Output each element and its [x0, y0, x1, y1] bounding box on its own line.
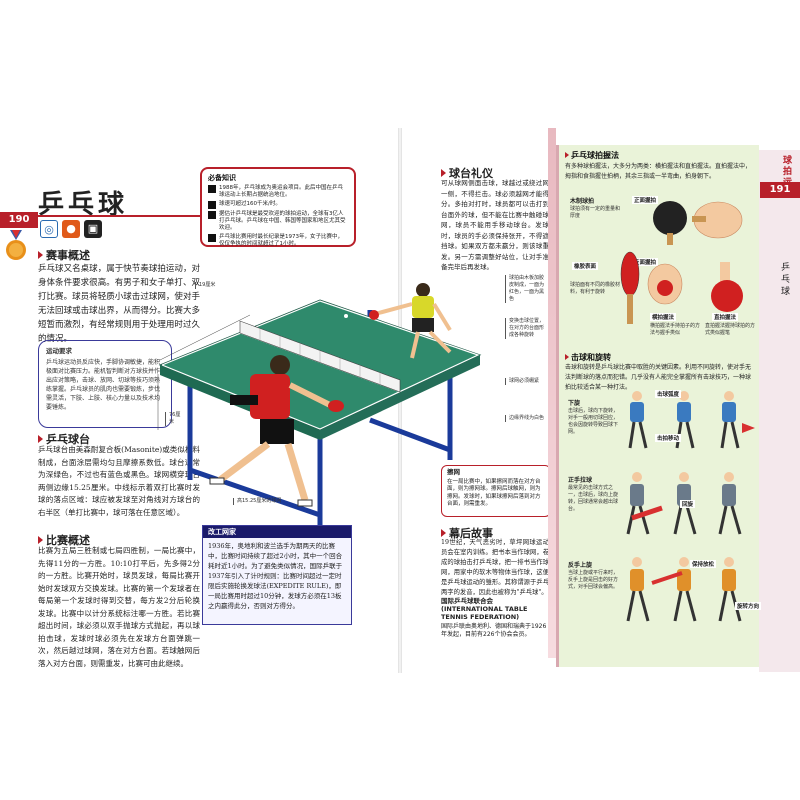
grip-note: 球拍须有一定的重量和厚度 [570, 206, 621, 219]
etiquette-heading: 球台礼仪 [441, 165, 493, 181]
table-heading: 乒乓球台 [38, 431, 90, 447]
let-box: 擦网 在一局比赛中，如果擦网而落在对方台面，则为擦网球。擦网后球触网，则为擦网。… [441, 465, 551, 517]
etiquette-text: 可从球网侧面击球，球越过或绕过网一侧，不得拦击。球必须越网才能得分。多拍对打时，… [441, 179, 549, 271]
rubber-label: 橡胶表面 [572, 262, 599, 270]
history-box: 改工网家 1936年，奥地利和波兰选手为期两天的比赛中，比赛时间持续了超过2小时… [202, 525, 352, 625]
penhold-grip-icon [711, 262, 743, 312]
bullet-icon [208, 185, 216, 193]
grip-note: 球拍面有不同的橡胶材料，有利于旋转 [570, 282, 621, 295]
history-text: 1936年，奥地利和波兰选手为期两天的比赛中，比赛时间持续了超过2小时，其中一个… [208, 542, 343, 610]
grip-heading: 乒乓球拍握法 [565, 150, 619, 161]
overview-heading: 赛事概述 [38, 247, 90, 263]
let-heading: 擦网 [447, 468, 460, 476]
bullet-icon [208, 211, 216, 219]
stroke-tag: 旋转方向 [735, 602, 762, 610]
table-callout: 球网必须绷紧 [505, 378, 547, 385]
table-callout: 76厘米 [165, 412, 181, 426]
chapter-tab-title: 球拍运动 [781, 155, 791, 199]
table-callout: 边缘界线为白色 [505, 415, 547, 422]
must-know-item: 球速可超过160千米/时。 [208, 201, 348, 209]
ittf-text: 国际乒联由奥地利、德国和瑞典于1926年发起，目前有226个协会会员。 [441, 623, 547, 638]
table-tennis-illustration [157, 283, 482, 525]
requirements-box: 运动要求 乒乓球运动员反应快，手脚协调敏捷，能积极面对比赛压力。能机智判断对方球… [38, 340, 172, 428]
grip-text: 有多种球拍握法，大多分为两类：横拍握法和直拍握法。直拍握法中，拇指和食指握住拍柄… [565, 163, 752, 180]
shakehand-grip-icon [647, 263, 683, 305]
stroke-text: 最常见的击球方式之一，击球后，球向上旋转，回球通常会越出球台。 [568, 485, 619, 512]
paddle-icon [620, 251, 640, 324]
must-know-item: 据估计乒乓球是最受欢迎的球拍运动，全球有3亿人打乒乓球。乒乓球在中国、韩国等国家… [208, 211, 348, 232]
stroke-name: 正手拉球 [568, 477, 593, 484]
backhand-topspin-figures [626, 557, 742, 622]
requirements-heading: 运动要求 [46, 347, 72, 355]
stroke-tag: 保持放松 [690, 560, 717, 568]
grip-note: 直拍握法握持球拍的方式类似握笔 [705, 323, 756, 336]
stroke-tag: 回旋 [680, 500, 696, 508]
must-know-heading: 必备知识 [208, 174, 236, 182]
bullet-icon [208, 201, 216, 209]
history-heading: 改工网家 [203, 526, 351, 538]
shirt-icon: ▣ [84, 220, 102, 238]
stroke-name: 下旋 [568, 400, 581, 407]
near-player [209, 355, 344, 507]
stroke-text: 击球后，球向下旋转，对手一般用切球回应，也会因旋转导致回球下网。 [568, 408, 619, 435]
table-callout: 球拍由木板加胶皮制成，一面为红色，一面为黑色 [505, 275, 547, 303]
backhand-label: 反面握拍 [632, 258, 659, 266]
must-know-item: 乒乓球比赛用时最长纪录是1973年，女子比赛中，仅仅争执的时间就超过了1小时。 [208, 234, 348, 248]
stories-text: 19世纪，天气恶劣时，草坪网球运动员会在室内训练。把书本当作球网，卷成的球拍击打… [441, 539, 549, 596]
title-divider [38, 215, 200, 217]
let-text: 在一局比赛中，如果擦网而落在对方台面，则为擦网球。擦网后球触网，则为擦网。发球时… [447, 478, 541, 508]
target-icon: ◎ [40, 220, 58, 238]
stroke-tag: 击球弧度 [655, 390, 682, 398]
match-text: 比赛为五局三胜制或七局四胜制，一局比赛中，先得11分的一方胜。10:10打平后，… [38, 546, 200, 668]
forehand-paddle-icon [653, 201, 687, 245]
backspin-figures [628, 391, 755, 449]
hand-grip-icon [692, 201, 743, 239]
category-icons: ◎ ● ▣ [40, 220, 102, 238]
table-callout: 高15.25厘米的球网 [233, 498, 291, 505]
page-edge-strip [548, 128, 556, 658]
blade-label: 木制球拍 [570, 198, 595, 205]
medal-icon [6, 230, 26, 260]
overview-text: 乒乓球又名桌球，属于快节奏球拍运动，对身体条件要求很高。有男子和女子单打、双打比… [38, 264, 200, 344]
table-callout: 19厘米 [195, 282, 255, 289]
requirements-text: 乒乓球运动员反应快，手脚协调敏捷，能积极面对比赛压力。能机智判断对方球技并作出应… [46, 359, 161, 411]
far-player [369, 283, 452, 359]
ittf-heading: 国际乒乓球联合会(INTERNATIONAL TABLE TENNIS FEDE… [441, 597, 528, 621]
must-know-box: 必备知识 1988年，乒乓球成为奥运会项目。此后中国在乒乓球运动上长期占据统治地… [200, 167, 356, 247]
stories-heading: 幕后故事 [441, 525, 493, 541]
match-heading: 比赛概述 [38, 532, 90, 548]
stroke-text: 当球上旋或平行来时，反手上旋是回击的好方式，对手回球会偏高。 [568, 570, 619, 590]
spin-text: 击球和旋转是乒乓球比赛中取胜的关键因素。利用不同旋转，使对手无法判断球的落点而犯… [565, 364, 752, 391]
chapter-tab-subtitle: 乒乓球 [779, 262, 789, 298]
table-callout: 变换击球位置，在对方的台面形成各种旋转 [505, 318, 547, 339]
forehand-label: 正面握拍 [632, 196, 659, 204]
stroke-tag: 击拍移动 [655, 434, 682, 442]
page-number-left: 190 [0, 212, 38, 228]
bullet-icon [208, 234, 216, 242]
stroke-name: 反手上旋 [568, 562, 593, 569]
spin-heading: 击球和旋转 [565, 352, 611, 363]
must-know-item: 1988年，乒乓球成为奥运会项目。此后中国在乒乓球运动上长期占据统治地位。 [208, 185, 348, 199]
penhold-label: 直拍握法 [712, 313, 739, 321]
page-number-right: 191 [760, 182, 800, 198]
table-text: 乒乓球台由美森耐复合板(Masonite)或类似材料制成，台面涂层需均匀且摩擦系… [38, 445, 200, 517]
ittf-info: 国际乒乓球联合会(INTERNATIONAL TABLE TENNIS FEDE… [441, 597, 551, 639]
person-icon: ● [62, 220, 80, 238]
grip-note: 横拍握法手持拍子的方法与握手类似 [650, 323, 701, 336]
shakehand-label: 横拍握法 [650, 313, 677, 321]
chapter-tab [759, 150, 800, 672]
